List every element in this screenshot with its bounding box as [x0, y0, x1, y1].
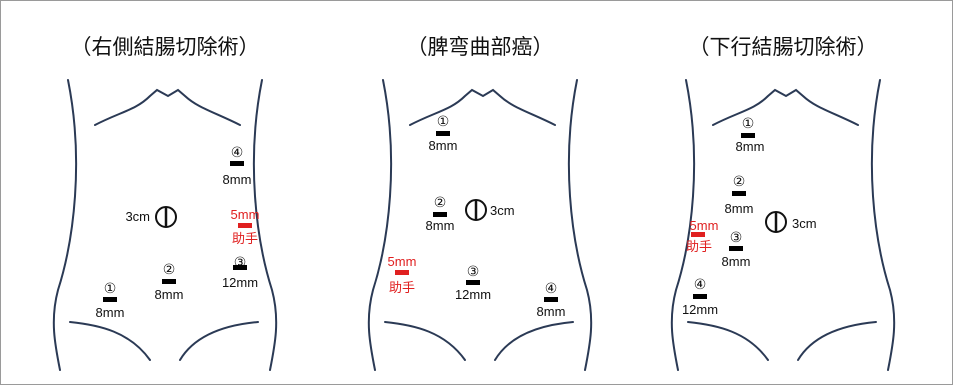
torso-outline	[670, 79, 896, 371]
port-size: 8mm	[223, 172, 252, 187]
port-mark	[233, 265, 247, 270]
clavicle-neck-line	[409, 88, 556, 126]
port-4: ④ 8mm	[537, 280, 566, 319]
torso-right-edge	[567, 79, 593, 371]
port-size: 8mm	[429, 138, 458, 153]
port-size: 12mm	[682, 302, 718, 317]
port-mark	[466, 280, 480, 285]
torso-right-edge	[870, 79, 896, 371]
port-mark	[544, 297, 558, 302]
port-number: ②	[434, 194, 447, 210]
port-number: ④	[694, 276, 707, 292]
camera-port: 3cm	[465, 199, 515, 221]
groin-right-line	[494, 321, 574, 361]
panel-right-hemicolectomy: （右側結腸切除術） 3cm ① 8mm ② 8mm ③	[52, 35, 278, 371]
port-size: 8mm	[736, 139, 765, 154]
port-number: ③	[467, 263, 480, 279]
port-mark	[436, 131, 450, 136]
port-2: ② 8mm	[426, 194, 455, 233]
torso-left-edge	[670, 79, 696, 371]
port-number: ③	[730, 229, 743, 245]
camera-port: 3cm	[125, 206, 177, 228]
port-mark	[230, 161, 244, 166]
port-1: ① 8mm	[736, 115, 765, 154]
port-size: 8mm	[725, 201, 754, 216]
camera-port-size: 3cm	[792, 216, 817, 231]
assistant-port: 5mm 助手	[231, 207, 260, 246]
port-3: ③ 8mm	[722, 229, 751, 269]
port-size: 8mm	[722, 254, 751, 269]
port-3: ③ 12mm	[222, 254, 258, 290]
assistant-port-mark	[691, 232, 705, 237]
assistant-port: 5mm 助手	[388, 254, 417, 295]
panel-descending-colectomy: （下行結腸切除術） 3cm ① 8mm ② 8mm ③ 8mm	[670, 35, 896, 371]
port-mark	[433, 212, 447, 217]
camera-port: 3cm	[765, 211, 817, 233]
port-1: ① 8mm	[96, 280, 125, 320]
port-mark	[162, 279, 176, 284]
clavicle-neck-line	[712, 88, 859, 126]
torso-right-edge	[252, 79, 278, 371]
panel-title: （下行結腸切除術）	[689, 35, 878, 59]
port-number: ④	[545, 280, 558, 296]
assistant-port-size: 5mm	[231, 207, 260, 222]
assistant-port-size: 5mm	[388, 254, 417, 269]
port-mark	[741, 133, 755, 138]
panel-splenic-flexure: （脾弯曲部癌） 3cm ① 8mm ② 8mm ③ 12mm	[367, 35, 593, 371]
port-size: 8mm	[96, 305, 125, 320]
port-number: ④	[231, 144, 244, 160]
assistant-port-mark	[238, 223, 252, 228]
port-4: ④ 12mm	[682, 276, 718, 317]
port-2: ② 8mm	[155, 261, 184, 302]
port-1: ① 8mm	[429, 113, 458, 153]
assistant-port: 5mm 助手	[686, 218, 718, 254]
port-size: 12mm	[455, 287, 491, 302]
groin-left-line	[69, 321, 151, 361]
port-mark	[693, 294, 707, 299]
torso-left-edge	[52, 79, 78, 371]
panel-title: （脾弯曲部癌）	[407, 35, 554, 59]
groin-right-line	[179, 321, 259, 361]
torso-outline	[52, 79, 278, 371]
groin-right-line	[797, 321, 877, 361]
port-size: 8mm	[537, 304, 566, 319]
assistant-port-label: 助手	[232, 231, 258, 246]
port-mark	[729, 246, 743, 251]
assistant-port-label: 助手	[686, 239, 712, 254]
port-size: 8mm	[155, 287, 184, 302]
assistant-port-size: 5mm	[690, 218, 719, 233]
port-4: ④ 8mm	[223, 144, 252, 187]
port-mark	[103, 297, 117, 302]
port-size: 8mm	[426, 218, 455, 233]
clavicle-neck-line	[94, 88, 241, 126]
port-number: ②	[163, 261, 176, 277]
groin-left-line	[687, 321, 769, 361]
groin-left-line	[384, 321, 466, 361]
port-3: ③ 12mm	[455, 263, 491, 302]
torso-left-edge	[367, 79, 393, 371]
torso-outline	[367, 79, 593, 371]
camera-port-size: 3cm	[490, 203, 515, 218]
port-mark	[732, 191, 746, 196]
assistant-port-mark	[395, 270, 409, 275]
panel-title: （右側結腸切除術）	[71, 35, 260, 59]
assistant-port-label: 助手	[389, 280, 415, 295]
port-number: ①	[437, 113, 450, 129]
port-2: ② 8mm	[725, 173, 754, 216]
port-number: ①	[742, 115, 755, 131]
port-number: ②	[733, 173, 746, 189]
port-number: ①	[104, 280, 117, 296]
camera-port-size: 3cm	[125, 209, 150, 224]
port-size: 12mm	[222, 275, 258, 290]
